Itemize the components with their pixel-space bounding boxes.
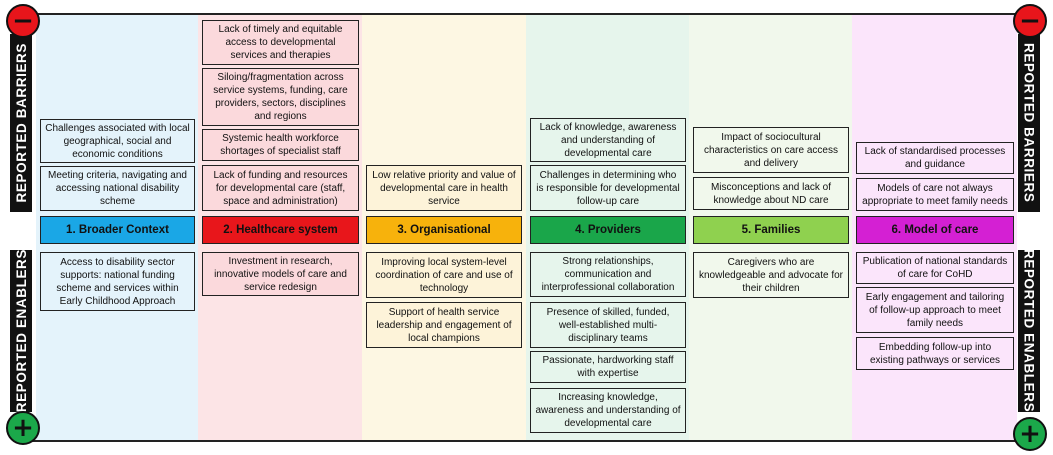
bottom-border-line: [22, 440, 1032, 442]
enabler-box: Investment in research, innovative model…: [202, 252, 359, 296]
barrier-box: Lack of funding and resources for develo…: [202, 165, 359, 211]
barrier-box: Systemic health workforce shortages of s…: [202, 129, 359, 161]
enabler-box: Access to disability sector supports: na…: [40, 252, 195, 311]
category-organisational: 3. Organisational: [366, 216, 522, 244]
enabler-box: Improving local system-level coordinatio…: [366, 252, 522, 298]
enabler-box: Increasing knowledge, awareness and unde…: [530, 388, 686, 433]
category-providers: 4. Providers: [530, 216, 686, 244]
barrier-box: Challenges associated with local geograp…: [40, 119, 195, 163]
barrier-box: Misconceptions and lack of knowledge abo…: [693, 177, 849, 210]
category-healthcare-system: 2. Healthcare system: [202, 216, 359, 244]
enabler-box: Early engagement and tailoring of follow…: [856, 287, 1014, 333]
enablers-label-left: REPORTED ENABLERS: [13, 249, 29, 413]
enablers-side-label-left: REPORTED ENABLERS: [10, 249, 32, 413]
plus-symbol: +: [12, 413, 34, 443]
enabler-box: Strong relationships, communication and …: [530, 252, 686, 297]
barrier-box: Meeting criteria, navigating and accessi…: [40, 166, 195, 211]
barriers-label-right: REPORTED BARRIERS: [1021, 43, 1037, 203]
minus-symbol: −: [1019, 6, 1041, 36]
barrier-box: Challenges in determining who is respons…: [530, 165, 686, 211]
barrier-box: Lack of standardised processes and guida…: [856, 142, 1014, 174]
barriers-side-label-left: REPORTED BARRIERS: [10, 34, 32, 212]
minus-symbol: −: [12, 6, 34, 36]
barrier-box: Impact of sociocultural characteristics …: [693, 127, 849, 173]
plus-icon-left: +: [6, 411, 40, 445]
barrier-box: Models of care not always appropriate to…: [856, 178, 1014, 211]
plus-icon-right: +: [1013, 417, 1047, 451]
plus-symbol: +: [1019, 419, 1041, 449]
enablers-side-label-right: REPORTED ENABLERS: [1018, 249, 1040, 413]
category-model-of-care: 6. Model of care: [856, 216, 1014, 244]
barrier-box: Low relative priority and value of devel…: [366, 165, 522, 211]
category-families: 5. Families: [693, 216, 849, 244]
enablers-label-right: REPORTED ENABLERS: [1021, 249, 1037, 413]
minus-icon-right: −: [1013, 4, 1047, 38]
enabler-box: Passionate, hardworking staff with exper…: [530, 351, 686, 383]
enabler-box: Caregivers who are knowledgeable and adv…: [693, 252, 849, 298]
minus-icon-left: −: [6, 4, 40, 38]
category-broader-context: 1. Broader Context: [40, 216, 195, 244]
barrier-box: Lack of timely and equitable access to d…: [202, 20, 359, 65]
top-border-line: [22, 13, 1032, 15]
enabler-box: Support of health service leadership and…: [366, 302, 522, 348]
enabler-box: Publication of national standards of car…: [856, 252, 1014, 284]
enabler-box: Embedding follow-up into existing pathwa…: [856, 337, 1014, 370]
barriers-side-label-right: REPORTED BARRIERS: [1018, 34, 1040, 212]
enabler-box: Presence of skilled, funded, well-establ…: [530, 302, 686, 348]
barrier-box: Lack of knowledge, awareness and underst…: [530, 118, 686, 162]
barriers-label-left: REPORTED BARRIERS: [13, 43, 29, 203]
barrier-box: Siloing/fragmentation across service sys…: [202, 68, 359, 126]
